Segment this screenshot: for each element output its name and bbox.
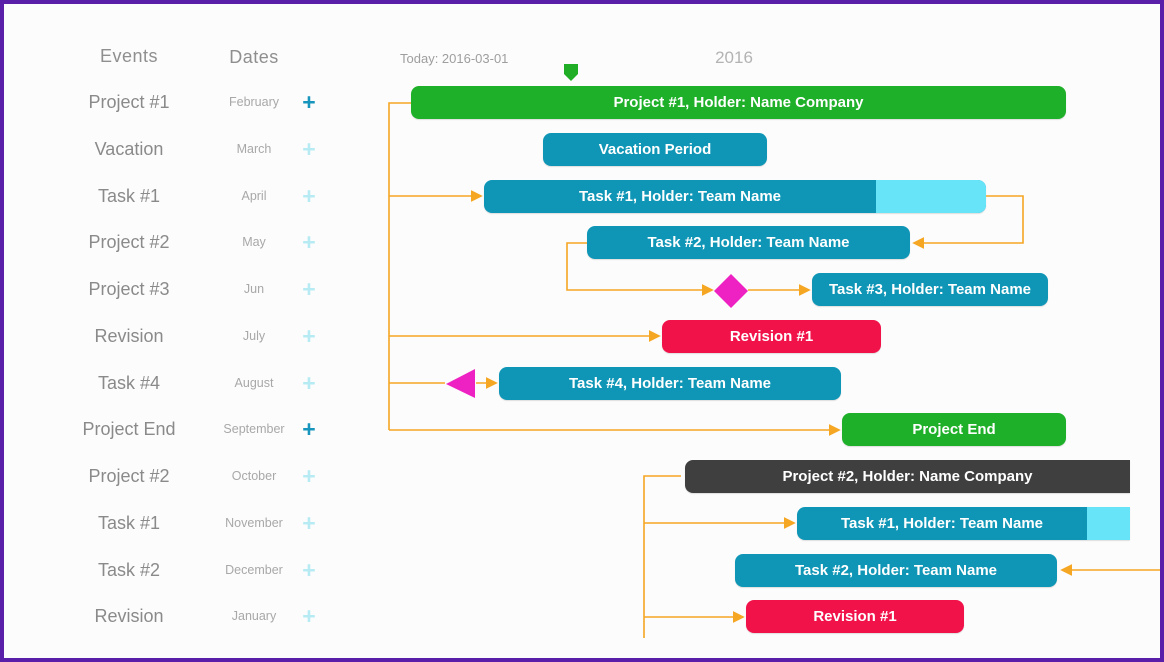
add-event-button[interactable]: + [302, 135, 316, 162]
sidebar-row: Task #1 November + [4, 507, 334, 540]
gantt-bar[interactable]: Project End [842, 413, 1066, 447]
sidebar-row: Task #1 April + [4, 180, 334, 213]
add-event-button[interactable]: + [302, 229, 316, 256]
sidebar-row: Project End September + [4, 413, 334, 446]
event-month-label: May [242, 235, 266, 250]
event-month-label: April [241, 188, 267, 203]
add-event-button[interactable]: + [302, 322, 316, 349]
event-month-label: August [234, 375, 274, 390]
event-name-label: Task #4 [97, 372, 161, 393]
add-event-button[interactable]: + [302, 369, 316, 396]
event-name-label: Task #1 [97, 185, 161, 206]
sidebar-row: Task #2 December + [4, 554, 334, 587]
gantt-bar-label: Task #2, Holder: Team Name [794, 561, 998, 579]
event-name-label: Revision [94, 606, 164, 627]
event-name-label: Task #1 [97, 512, 161, 533]
event-month-label: February [228, 95, 280, 109]
dependency-connector-line [388, 102, 411, 430]
sidebar-row: Revision July + [4, 320, 334, 353]
event-month-label: October [231, 469, 277, 483]
sidebar-row: Project #2 October + [4, 460, 334, 493]
add-event-button[interactable]: + [302, 463, 316, 489]
gantt-bar[interactable]: Task #3, Holder: Team Name [812, 273, 1048, 306]
year-label: 2016 [715, 48, 753, 67]
events-column-header: Events [99, 46, 159, 66]
add-event-button[interactable]: + [302, 509, 316, 536]
sidebar-row: Project #2 May + [4, 226, 334, 259]
gantt-bar-label: Revision #1 [729, 327, 814, 345]
sidebar-row: Vacation March + [4, 133, 334, 166]
gantt-bar[interactable]: Vacation Period [543, 132, 767, 166]
gantt-bar-label: Task #3, Holder: Team Name [828, 281, 1032, 298]
event-name-label: Project #2 [88, 232, 170, 253]
gantt-bar[interactable]: Task #2, Holder: Team Name [735, 553, 1057, 587]
gantt-bar-label: Project #2, Holder: Name Company [782, 468, 1033, 485]
add-event-button[interactable]: + [302, 603, 316, 630]
event-name-label: Vacation [94, 138, 164, 159]
event-month-label: December [225, 562, 283, 577]
event-month-label: July [242, 328, 266, 343]
gantt-bar[interactable]: Revision #1 [662, 319, 881, 353]
gantt-bar-label: Task #1, Holder: Team Name [840, 514, 1044, 532]
sidebar-row: Revision January + [4, 600, 334, 633]
event-month-label: November [225, 515, 283, 530]
sidebar-row: Task #4 August + [4, 367, 334, 400]
gantt-bar[interactable]: Task #2, Holder: Team Name [587, 226, 910, 260]
event-name-label: Task #2 [97, 559, 161, 580]
event-month-label: March [236, 141, 272, 156]
gantt-bar[interactable]: Project #2, Holder: Name Company [685, 460, 1130, 493]
event-name-label: Project #1 [88, 92, 170, 112]
gantt-bar-label: Project #1, Holder: Name Company [613, 94, 864, 111]
gantt-bar[interactable]: Task #4, Holder: Team Name [499, 366, 841, 400]
add-event-button[interactable]: + [302, 182, 316, 209]
add-event-button[interactable]: + [302, 89, 316, 115]
event-month-label: January [231, 609, 277, 624]
gantt-bar-label: Project End [912, 421, 996, 439]
add-event-button[interactable]: + [302, 276, 316, 302]
gantt-bar-label: Task #4, Holder: Team Name [568, 374, 772, 392]
gantt-bar[interactable]: Task #1, Holder: Team Name [484, 179, 986, 213]
dependency-connector-line [643, 475, 681, 638]
event-name-label: Project #2 [88, 466, 170, 486]
today-marker-icon [564, 64, 578, 81]
gantt-bar-label: Revision #1 [813, 608, 897, 626]
gantt-bar[interactable]: Task #1, Holder: Team Name [797, 506, 1130, 540]
add-event-button[interactable]: + [302, 556, 316, 583]
gantt-bar-label: Task #1, Holder: Team Name [578, 187, 782, 205]
today-date-label: Today: 2016-03-01 [400, 51, 509, 66]
sidebar-row: Project #3 Jun + [4, 273, 334, 306]
event-name-label: Project #3 [88, 279, 170, 299]
event-month-label: September [223, 422, 285, 437]
gantt-bar-label: Vacation Period [598, 140, 712, 158]
sidebar-row: Project #1 February + [4, 86, 334, 119]
gantt-bar[interactable]: Project #1, Holder: Name Company [411, 86, 1066, 119]
diamond-milestone[interactable] [714, 274, 748, 308]
event-name-label: Project End [82, 419, 176, 440]
triangle-left-milestone[interactable] [446, 369, 475, 398]
event-name-label: Revision [94, 325, 164, 346]
dates-column-header: Dates [229, 47, 279, 67]
gantt-bar-label: Task #2, Holder: Team Name [647, 234, 850, 252]
event-month-label: Jun [243, 282, 265, 296]
bar-progress-extension [1087, 506, 1130, 540]
add-event-button[interactable]: + [302, 416, 316, 443]
gantt-bar[interactable]: Revision #1 [746, 600, 964, 634]
